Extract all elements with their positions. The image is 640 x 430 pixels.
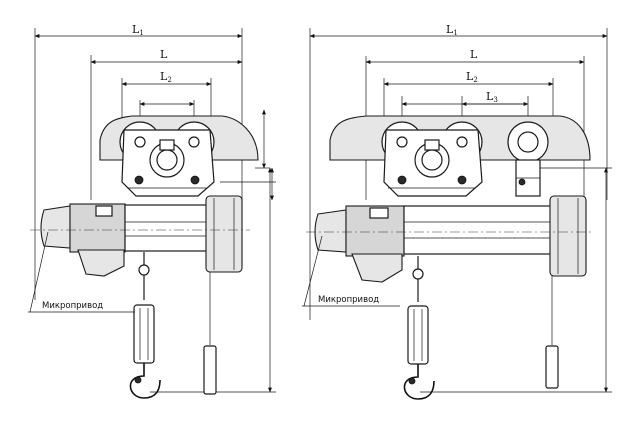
left-pendant-control (203, 345, 217, 395)
right-l1-sub: 1 (453, 29, 457, 37)
right-l-label: L (470, 48, 478, 61)
left-bolt-1 (134, 175, 144, 185)
left-motor-end (40, 205, 71, 249)
left-drum-housing (205, 195, 243, 273)
right-motor-end (314, 209, 347, 253)
svg-text:L1: L1 (446, 23, 458, 37)
right-gearbox (351, 253, 403, 283)
svg-text:L2: L2 (466, 70, 478, 84)
svg-text:L1: L1 (132, 23, 144, 37)
right-hoist-drawing: L1 L L2 L3 (302, 23, 612, 400)
right-callout-label: Микропривод (318, 295, 379, 305)
left-gearbox (77, 249, 125, 277)
right-l3-main: L (486, 90, 494, 103)
right-l2-sub: 2 (473, 76, 477, 84)
svg-text:L3: L3 (486, 90, 498, 104)
left-nameplate (95, 205, 113, 217)
left-dimension-l: L (90, 48, 243, 200)
right-l1-main: L (446, 23, 454, 36)
right-l3-sub: 3 (493, 96, 497, 104)
left-l2-sub: 2 (167, 76, 171, 84)
right-l2-main: L (466, 70, 474, 83)
right-pendant-control (545, 345, 559, 389)
left-l1-sub: 1 (139, 29, 143, 37)
left-l2-main: L (160, 70, 168, 83)
right-drum-housing (549, 195, 587, 277)
left-hub-inner (156, 149, 178, 171)
left-hub-key (159, 139, 175, 151)
right-hub-inner (421, 149, 443, 171)
left-drum (124, 204, 211, 252)
right-hook-block (407, 305, 429, 365)
left-bolt-2 (190, 175, 200, 185)
right-drum (403, 205, 555, 255)
left-hoist-drawing: L1 L L2 (28, 23, 276, 399)
left-l1-main: L (132, 23, 140, 36)
left-hook-block (133, 304, 155, 364)
left-callout-label: Микропривод (42, 301, 103, 311)
left-l-label: L (160, 48, 168, 61)
svg-text:L2: L2 (160, 70, 172, 84)
right-nameplate (369, 207, 389, 219)
